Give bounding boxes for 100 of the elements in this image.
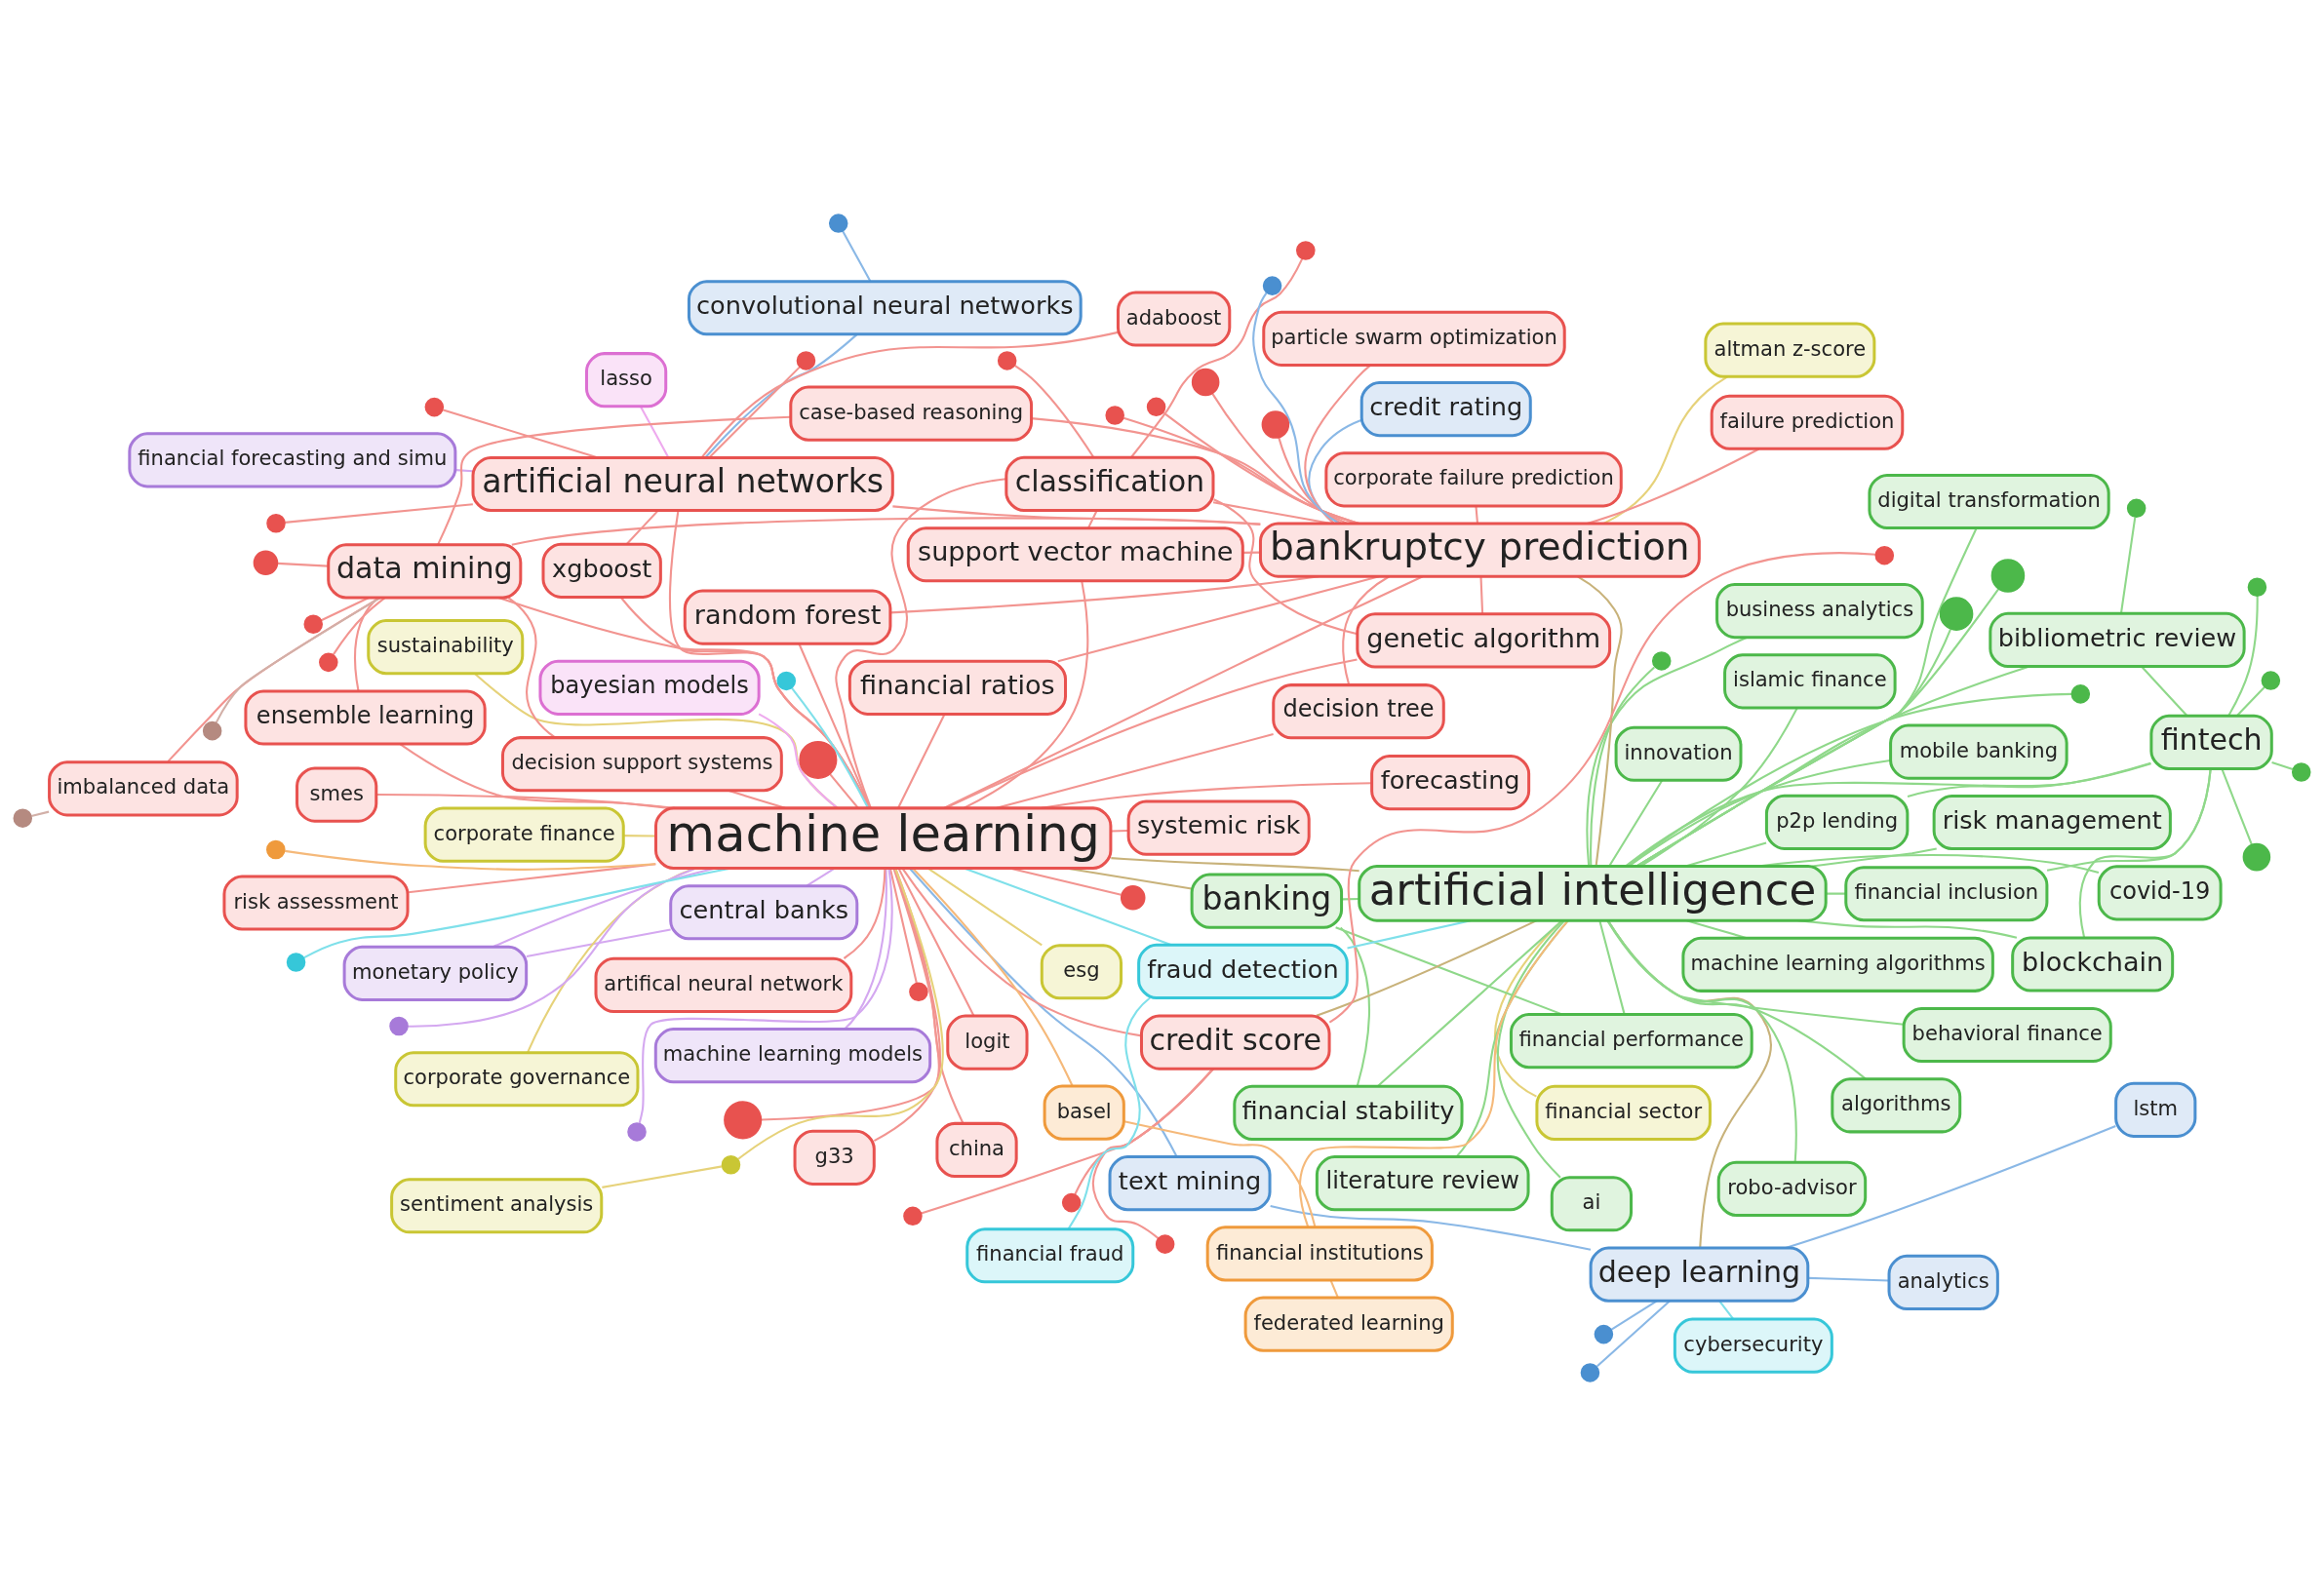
node-box: financial forecasting and simu (128, 432, 457, 488)
connector (1339, 926, 1370, 1086)
node-box: algorithms (1831, 1077, 1962, 1134)
node-box: monetary policy (342, 945, 529, 1001)
node-circle (2291, 762, 2311, 782)
node-box: failure prediction (1710, 394, 1905, 450)
node-box: machine learning algorithms (1681, 936, 1994, 993)
node-circle (1296, 241, 1316, 260)
connector (408, 863, 656, 894)
node-box: federated learning (1243, 1296, 1454, 1352)
connector (1328, 552, 1876, 1024)
node-box: artificial neural networks (471, 455, 894, 513)
connector (602, 1165, 723, 1188)
connector (277, 562, 329, 567)
node-box: g33 (793, 1129, 876, 1186)
node-circle (799, 740, 838, 779)
node-box: banking (1190, 873, 1344, 929)
node-circle (1120, 884, 1146, 911)
connector (1907, 761, 2151, 798)
node-box: cybersecurity (1673, 1317, 1833, 1374)
node-box: risk assessment (222, 875, 410, 931)
node-box: financial inclusion (1844, 866, 2049, 922)
node-box: convolutional neural networks (687, 280, 1083, 336)
node-box: business analytics (1715, 582, 1924, 640)
node-circle (2261, 671, 2281, 690)
node-box: fintech (2149, 714, 2273, 770)
node-box: ai (1550, 1176, 1634, 1232)
node-box: bayesian models (538, 659, 761, 716)
node-box: logit (946, 1014, 1029, 1070)
node-circle (424, 397, 445, 417)
node-circle (202, 720, 222, 741)
connector (1812, 847, 1937, 868)
node-box: random forest (683, 589, 892, 645)
node-box: fraud detection (1137, 943, 1349, 1000)
node-box: ensemble learning (244, 689, 487, 746)
node-box: analytics (1887, 1254, 1999, 1310)
node-box: forecasting (1370, 755, 1531, 811)
node-box: financial stability (1233, 1084, 1464, 1141)
node-box: smes (295, 766, 378, 823)
node-box: p2p lending (1764, 794, 1910, 850)
node-box: support vector machine (906, 526, 1244, 583)
node-box: financial ratios (847, 659, 1067, 716)
node-circle (253, 550, 279, 575)
node-circle (1155, 1234, 1175, 1254)
node-box: financial sector (1535, 1084, 1712, 1141)
node-box: behavioral finance (1902, 1006, 2112, 1064)
connector (285, 503, 473, 524)
node-box: financial institutions (1205, 1226, 1434, 1282)
node-box: artifical neural network (594, 956, 853, 1013)
node-circle (2126, 498, 2147, 519)
node-circle (828, 214, 848, 233)
node-circle (266, 514, 286, 533)
node-box: text mining (1108, 1155, 1272, 1212)
node-box: artificial intelligence (1358, 865, 1828, 922)
connector (30, 810, 50, 818)
node-box: corporate finance (423, 806, 625, 863)
connector (526, 928, 671, 957)
node-box: credit score (1139, 1014, 1331, 1070)
connector (511, 517, 1261, 546)
node-box: data mining (327, 543, 523, 600)
connector (901, 868, 1142, 1037)
node-box: esg (1040, 944, 1123, 1000)
node-box: particle swarm optimization (1262, 310, 1566, 367)
node-circle (1580, 1363, 1600, 1382)
node-box: deep learning (1589, 1246, 1810, 1303)
node-circle (1651, 651, 1672, 671)
node-box: blockchain (2011, 936, 2175, 993)
node-circle (1594, 1324, 1614, 1344)
node-box: robo-advisor (1716, 1160, 1868, 1217)
node-box: imbalanced data (48, 760, 239, 817)
node-circle (2247, 577, 2267, 597)
node-circle (627, 1122, 647, 1142)
node-circle (776, 671, 797, 691)
node-box: literature review (1315, 1155, 1530, 1212)
node-circle (1191, 368, 1220, 397)
connector (285, 849, 655, 871)
connector (1808, 1276, 1889, 1282)
node-circle (909, 982, 928, 1002)
node-box: corporate governance (394, 1051, 640, 1108)
node-box: decision tree (1272, 683, 1445, 740)
node-circle (1874, 545, 1895, 565)
node-box: lstm (2114, 1081, 2197, 1138)
node-circle (796, 351, 816, 370)
connector (623, 835, 656, 837)
connector (2271, 760, 2294, 771)
node-box: financial performance (1509, 1013, 1753, 1070)
node-box: adaboost (1116, 291, 1232, 347)
node-circle (286, 953, 306, 972)
node-circle (1262, 276, 1282, 295)
node-box: risk management (1932, 794, 2172, 851)
node-box: classification (1004, 455, 1215, 512)
node-circle (1105, 406, 1124, 425)
node-box: covid-19 (2097, 865, 2223, 921)
node-circle (2070, 684, 2091, 704)
node-circle (721, 1155, 741, 1175)
node-box: machine learning (654, 806, 1113, 871)
node-box: islamic finance (1723, 653, 1897, 710)
node-box: decision support systems (500, 736, 783, 793)
node-box: credit rating (1359, 381, 1532, 438)
connector (1270, 1204, 1592, 1251)
